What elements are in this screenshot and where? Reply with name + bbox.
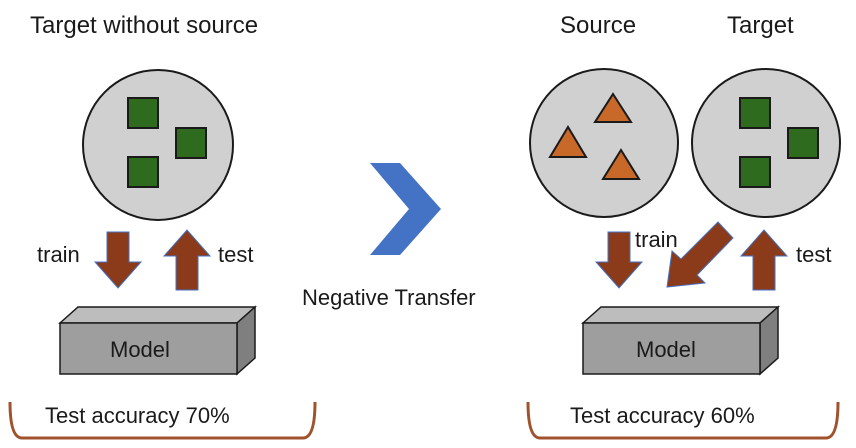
- target-sample-square: [175, 127, 207, 159]
- right-panel: [526, 68, 841, 440]
- source-title: Source: [560, 12, 637, 39]
- train-label: train: [635, 227, 678, 252]
- target-domain-circle: [82, 69, 234, 221]
- source-sample-triangle: [601, 148, 641, 180]
- source-train-arrow-down: [594, 231, 644, 289]
- source-sample-triangle: [548, 125, 588, 158]
- target-sample-square: [127, 156, 159, 188]
- test-arrow-up: [739, 229, 789, 291]
- target-train-arrow-diagonal: [666, 221, 734, 288]
- model-label: Model: [636, 337, 696, 362]
- target-sample-square: [739, 97, 771, 129]
- source-sample-triangle: [593, 92, 633, 123]
- test-arrow-up: [162, 229, 212, 291]
- accuracy-label: Test accuracy 70%: [45, 403, 230, 428]
- negative-transfer-chevron-icon: [370, 163, 441, 255]
- target-sample-square: [127, 97, 159, 129]
- accuracy-label: Test accuracy 60%: [570, 403, 755, 428]
- accuracy-bracket: [8, 401, 317, 440]
- model-box: [581, 305, 780, 376]
- accuracy-bracket: [526, 401, 840, 440]
- target-sample-square: [787, 127, 819, 159]
- test-label: test: [796, 242, 832, 267]
- source-domain-circle: [529, 68, 679, 218]
- negative-transfer-label: Negative Transfer: [302, 285, 476, 310]
- target-domain-circle: [691, 68, 841, 218]
- target-sample-square: [739, 156, 771, 188]
- target-title: Target: [727, 12, 794, 39]
- model-label: Model: [110, 337, 170, 362]
- train-arrow-down: [93, 231, 143, 289]
- left-panel: [8, 69, 317, 440]
- model-box: [58, 305, 257, 376]
- train-label: train: [37, 242, 80, 267]
- left-panel-title: Target without source: [30, 12, 259, 39]
- test-label: test: [218, 242, 254, 267]
